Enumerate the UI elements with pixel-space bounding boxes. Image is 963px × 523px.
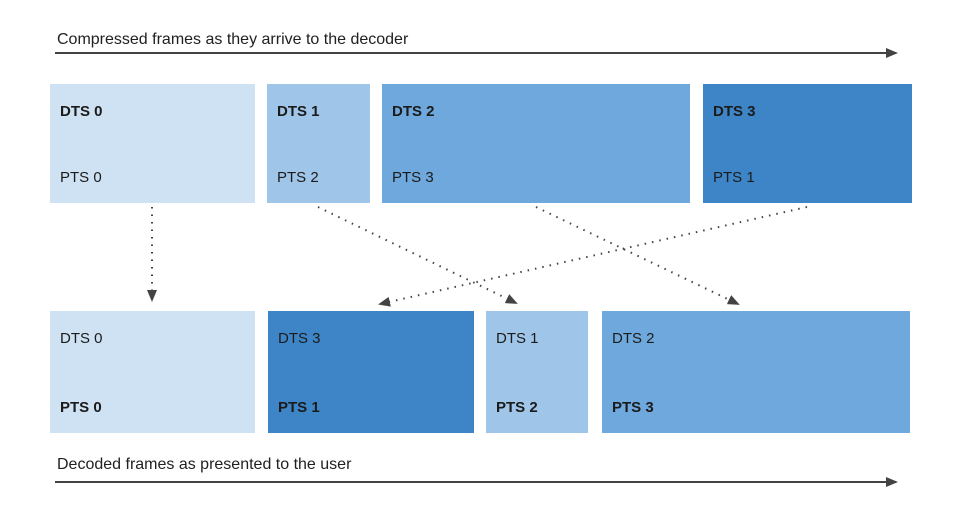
mapping-arrow-frame2 xyxy=(535,206,740,305)
pts-label: PTS 3 xyxy=(392,169,434,186)
dts-label: DTS 0 xyxy=(60,330,103,347)
dts-label: DTS 1 xyxy=(496,330,539,347)
dts-label: DTS 2 xyxy=(612,330,655,347)
pts-label: PTS 0 xyxy=(60,169,102,186)
decoded-frame-pts0: DTS 0 PTS 0 xyxy=(50,311,255,433)
mapping-arrow-frame3 xyxy=(378,206,808,307)
pts-label: PTS 2 xyxy=(496,399,538,416)
pts-label: PTS 2 xyxy=(277,169,319,186)
pts-label: PTS 3 xyxy=(612,399,654,416)
pts-label: PTS 1 xyxy=(278,399,320,416)
pts-label: PTS 0 xyxy=(60,399,102,416)
pts-label: PTS 1 xyxy=(713,169,755,186)
dts-label: DTS 0 xyxy=(60,103,103,120)
compressed-frame-dts2: DTS 2 PTS 3 xyxy=(382,84,690,203)
compressed-frames-axis-label: Compressed frames as they arrive to the … xyxy=(57,31,409,48)
decoded-frame-pts2: DTS 1 PTS 2 xyxy=(486,311,588,433)
compressed-frame-dts3: DTS 3 PTS 1 xyxy=(703,84,912,203)
decoded-frame-pts1: DTS 3 PTS 1 xyxy=(268,311,474,433)
dts-label: DTS 3 xyxy=(278,330,321,347)
dts-label: DTS 1 xyxy=(277,103,320,120)
dts-label: DTS 2 xyxy=(392,103,435,120)
compressed-frame-dts1: DTS 1 PTS 2 xyxy=(267,84,370,203)
decoded-frames-axis-label: Decoded frames as presented to the user xyxy=(57,456,352,473)
compressed-frame-dts0: DTS 0 PTS 0 xyxy=(50,84,255,203)
mapping-arrow-frame1 xyxy=(317,206,518,304)
dts-label: DTS 3 xyxy=(713,103,756,120)
decoded-frame-pts3: DTS 2 PTS 3 xyxy=(602,311,910,433)
